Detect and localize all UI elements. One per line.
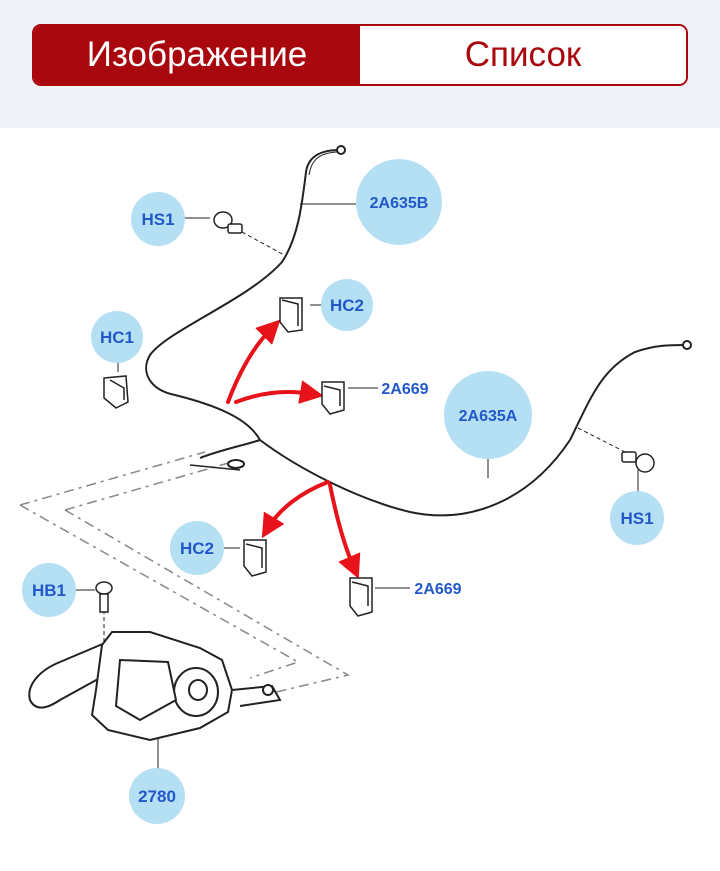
- callout-2a669-bottom-label: 2A669: [414, 581, 461, 598]
- callout-hb1[interactable]: HB1: [22, 563, 76, 617]
- clip-hc2-bottom: [243, 539, 267, 577]
- callout-hc2-top-label: HC2: [330, 296, 364, 315]
- callout-hs1-top[interactable]: HS1: [131, 192, 185, 246]
- callout-hc2-bottom[interactable]: HC2: [170, 521, 224, 575]
- callout-hs1-right-label: HS1: [620, 509, 653, 528]
- callout-hc2-bottom-label: HC2: [180, 539, 214, 558]
- tab-image[interactable]: Изображение: [34, 26, 360, 84]
- parking-brake-parts-diagram: HS1 2A635B HC2 HC1 2A669 2A635A HS1 HC2 …: [19, 145, 692, 824]
- callout-hs1-top-label: HS1: [141, 210, 174, 229]
- callout-hc2-top[interactable]: HC2: [321, 279, 373, 331]
- view-segmented-control: Изображение Список: [32, 24, 688, 86]
- callout-2a635a[interactable]: 2A635A: [444, 371, 532, 459]
- callout-2a669-top[interactable]: 2A669: [381, 381, 428, 398]
- cable-2a635b: [145, 145, 346, 441]
- callout-2780-label: 2780: [138, 787, 176, 806]
- clip-hc2-top: [279, 297, 303, 333]
- clip-2a669-top: [321, 381, 345, 415]
- callout-2a635b-label: 2A635B: [370, 195, 429, 212]
- red-arrows: [226, 319, 361, 580]
- clip-hc1: [103, 375, 129, 409]
- callout-2a635b[interactable]: 2A635B: [356, 159, 442, 245]
- callout-2a669-bottom[interactable]: 2A669: [414, 581, 461, 598]
- bolt-hb1: [95, 581, 113, 613]
- parking-brake-lever-2780: [28, 631, 282, 742]
- tab-list[interactable]: Список: [360, 26, 686, 84]
- cable-2a635a: [189, 340, 692, 517]
- top-bar: Изображение Список: [0, 0, 720, 128]
- callout-hs1-right[interactable]: HS1: [610, 491, 664, 545]
- callout-hc1-label: HC1: [100, 328, 134, 347]
- callout-2a635a-label: 2A635A: [459, 408, 518, 425]
- callout-hb1-label: HB1: [32, 581, 66, 600]
- callout-2a669-top-label: 2A669: [381, 381, 428, 398]
- callout-hc1[interactable]: HC1: [91, 311, 143, 363]
- clip-2a669-bottom: [349, 577, 373, 617]
- bolt-hs1-right: [621, 451, 655, 473]
- floor-outline-dashed: [19, 451, 350, 695]
- bolt-hs1-top: [213, 211, 243, 234]
- callout-2780[interactable]: 2780: [129, 768, 185, 824]
